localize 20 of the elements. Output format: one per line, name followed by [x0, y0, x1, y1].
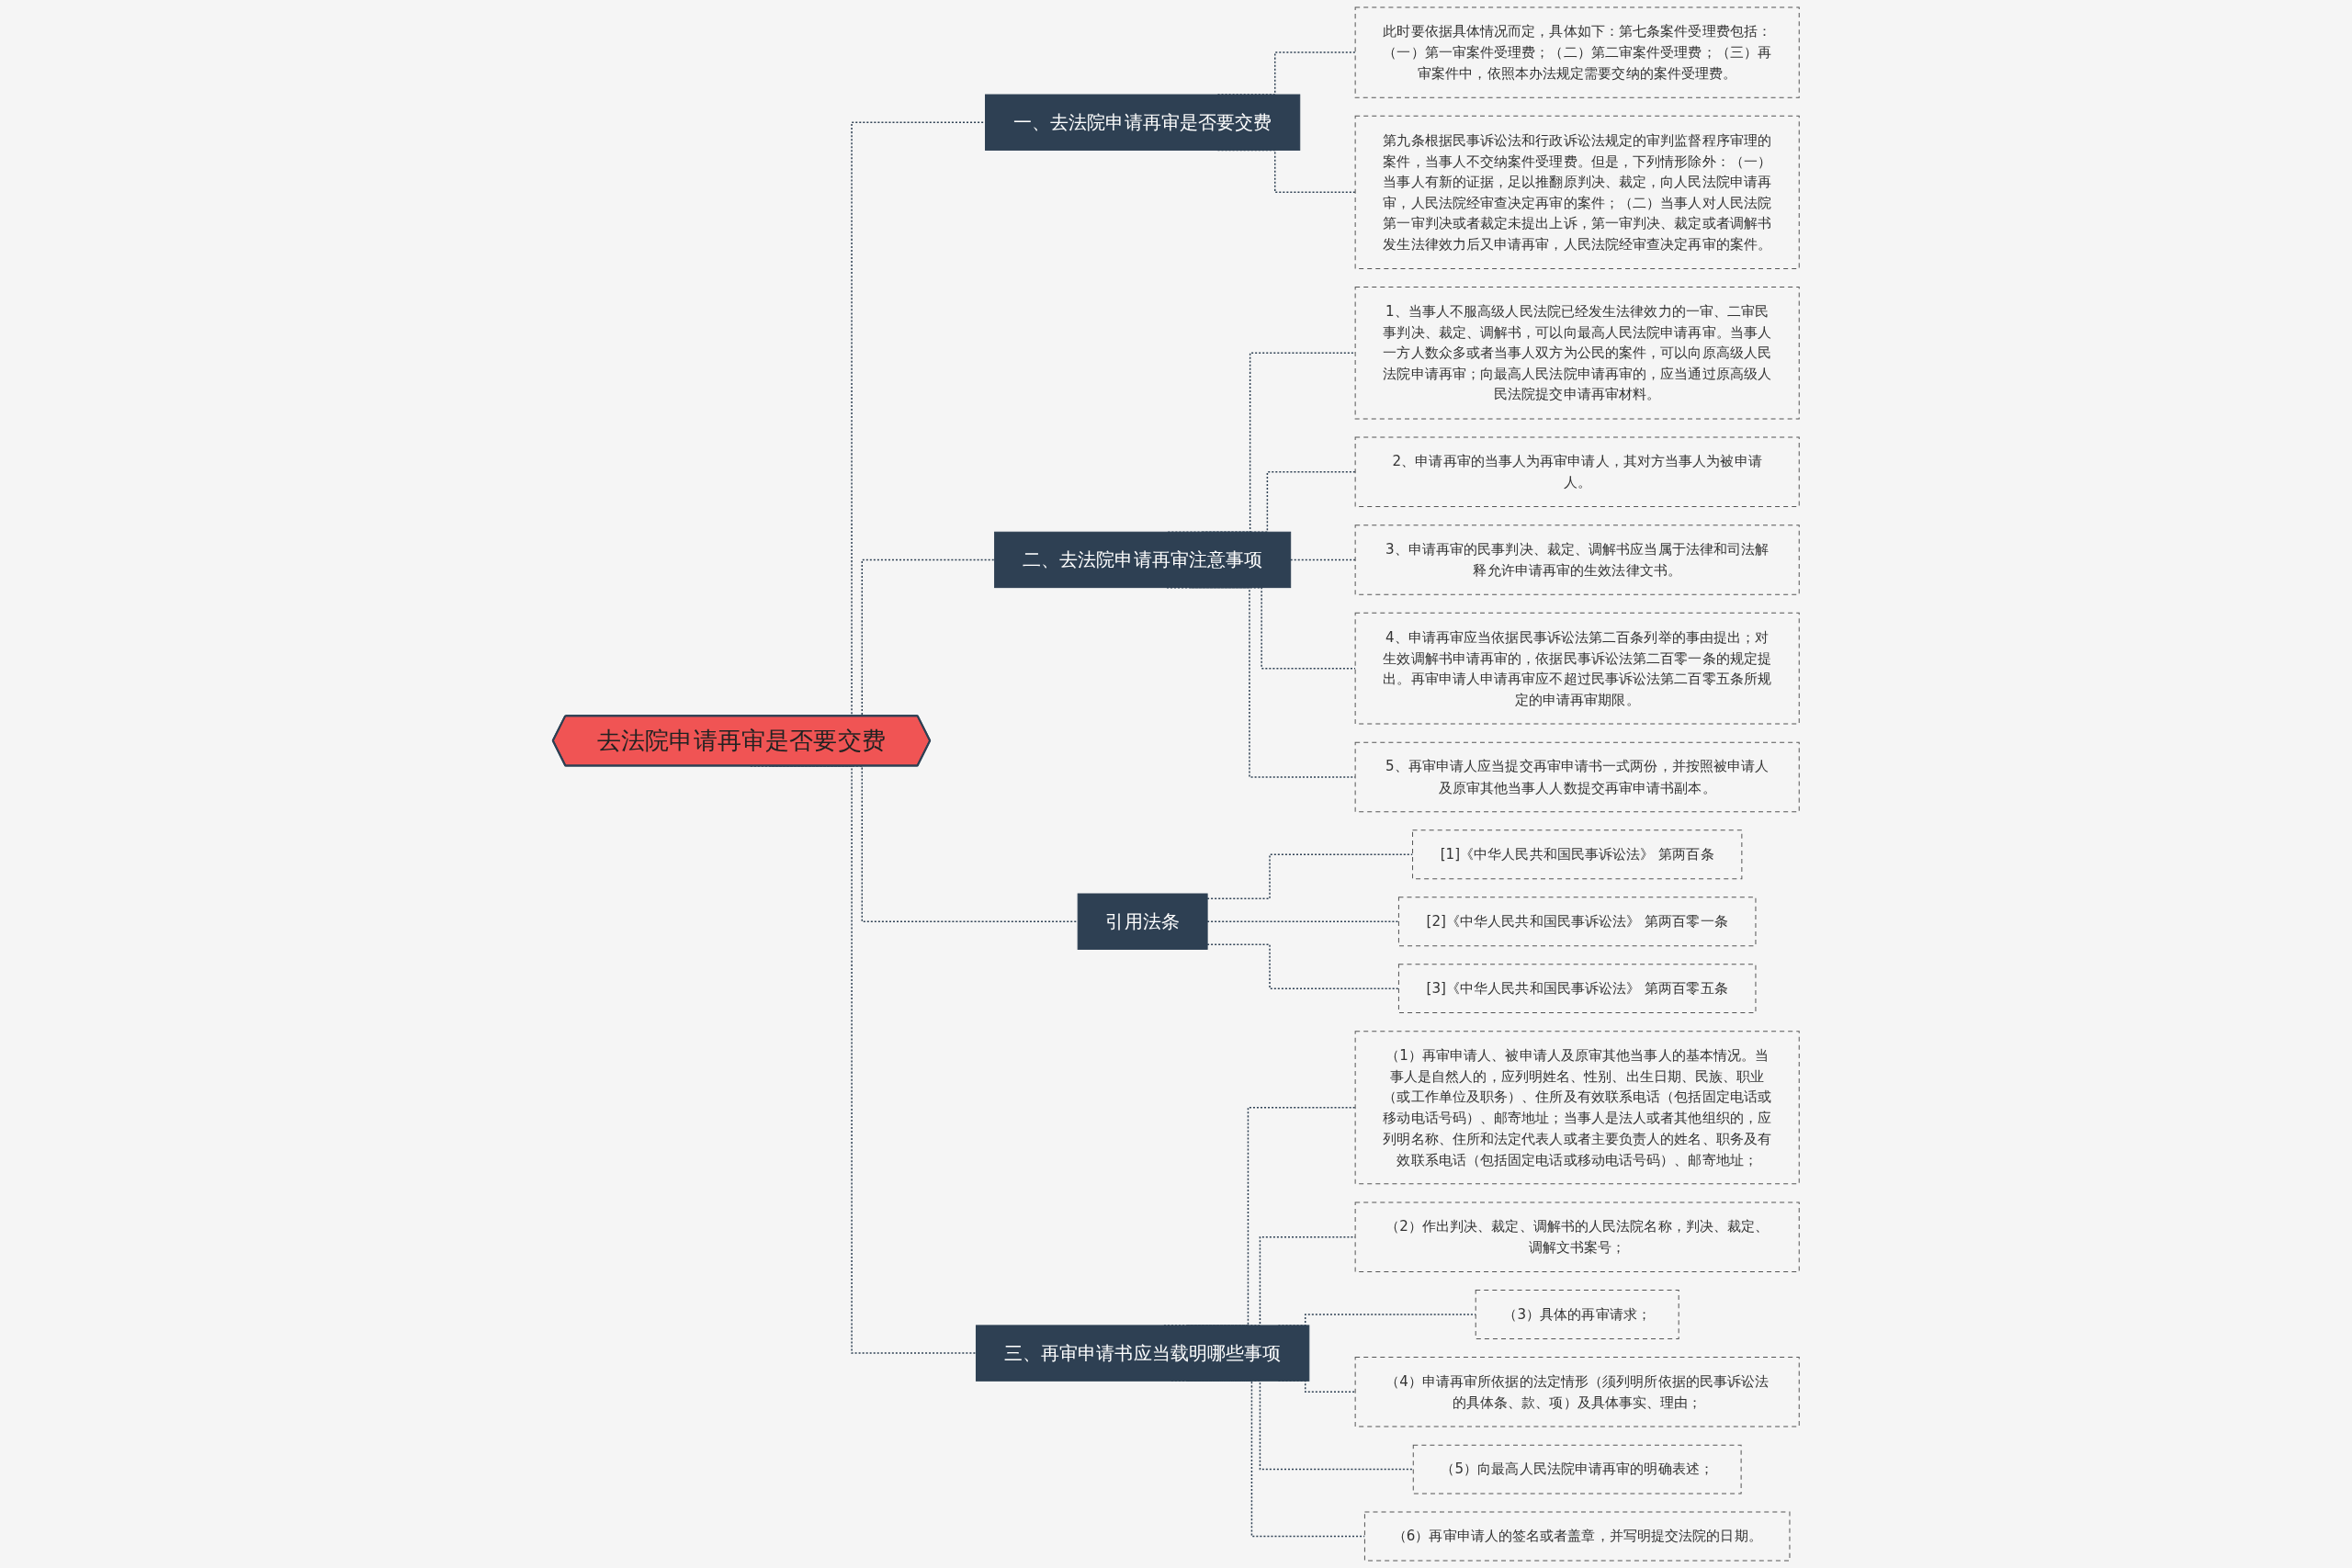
node-box: 4、申请再审应当依据民事诉讼法第二百条列举的事由提出；对生效调解书申请再审的，依据民事诉讼法第二百零一条的规定提出。再审申请人申请再审应不超过民事诉讼法第二百零五条所规定的申请再审期限。 [1354, 612, 1800, 725]
node-box: [2]《中华人民共和国民事诉讼法》 第两百零一条 [1397, 897, 1757, 947]
node-box: （3）具体的再审请求； [1475, 1290, 1679, 1339]
node-box: 三、再审申请书应当载明哪些事项 [975, 1325, 1310, 1382]
node-box: （4）申请再审所依据的法定情形（须列明所依据的民事诉讼法的具体条、款、项）及具体事实、理由； [1354, 1357, 1800, 1427]
node-box: （6）再审申请人的签名或者盖章，并写明提交法院的日期。 [1363, 1511, 1791, 1562]
node-box: 5、再审申请人应当提交再审申请书一式两份，并按照被申请人及原审其他当事人人数提交再审申请书副本。 [1354, 741, 1800, 813]
node-box: 2、申请再审的当事人为再审申请人，其对方当事人为被申请人。 [1354, 436, 1800, 508]
node-box: [1]《中华人民共和国民事诉讼法》 第两百条 [1412, 829, 1743, 880]
node-box: （2）作出判决、裁定、调解书的人民法院名称，判决、裁定、调解文书案号； [1354, 1201, 1800, 1272]
node-box: （1）再审申请人、被申请人及原审其他当事人的基本情况。当事人是自然人的，应列明姓名、性别、出生日期、民族、职业（或工作单位及职务）、住所及有效联系电话（包括固定电话或移动电话号码）、邮寄地址；当事人是法人或者其他组织的，应列明名称、住所和法定代表人或者主要负责人的姓名、职务及有效联系电话（包括固定电话或移动电话号码）、邮寄地址； [1354, 1031, 1800, 1185]
node-box: （5）向最高人民法院申请再审的明确表述； [1412, 1444, 1742, 1495]
node-box: [3]《中华人民共和国民事诉讼法》 第两百零五条 [1397, 964, 1757, 1014]
node-box: 第九条根据民事诉讼法和行政诉讼法规定的审判监督程序审理的案件，当事人不交纳案件受理费。但是，下列情形除外：（一）当事人有新的证据，足以推翻原判决、裁定，向人民法院申请再审，人民法院经审查决定再审的案件；（二）当事人对人民法院第一审判决或者裁定未提出上诉，第一审判决、裁定或者调解书发生法律效力后又申请再审，人民法院经审查决定再审的案件。 [1354, 115, 1800, 269]
node-box: 一、去法院申请再审是否要交费 [985, 94, 1301, 151]
node-box: 3、申请再审的民事判决、裁定、调解书应当属于法律和司法解释允许申请再审的生效法律文书。 [1354, 525, 1800, 595]
node-box: 二、去法院申请再审注意事项 [994, 531, 1292, 589]
node-box: 此时要依据具体情况而定，具体如下：第七条案件受理费包括：（一）第一审案件受理费；（二）第二审案件受理费；（三）再审案件中，依照本办法规定需要交纳的案件受理费。 [1354, 6, 1800, 98]
node-box: 1、当事人不服高级人民法院已经发生法律效力的一审、二审民事判决、裁定、调解书，可以向最高人民法院申请再审。当事人一方人数众多或者当事人双方为公民的案件，可以向原高级人民法院申请再审；向最高人民法院申请再审的，应当通过原高级人民法院提交申请再审材料。 [1354, 287, 1800, 420]
node-box: 引用法条 [1077, 893, 1208, 950]
